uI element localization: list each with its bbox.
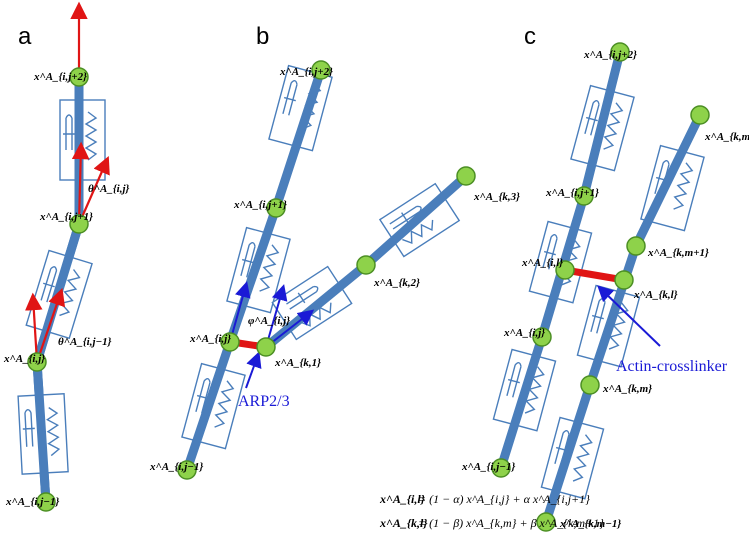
node-label: x^A_{i,j−1}: [149, 461, 203, 473]
node-label: x^A_{i,j+2}: [583, 49, 637, 61]
panel-a: x^A_{i,j+2} x^A_{i,j+1} x^A_{i,j} x^A_{i…: [3, 1, 130, 512]
force-arrow: [71, 141, 90, 225]
force-arrow: [77, 155, 110, 225]
node: [536, 512, 556, 532]
node: [69, 214, 89, 234]
node: [27, 352, 47, 372]
equation-1-rhs: = (1 − α) x^A_{i,j} + α x^A_{i,j+1}: [418, 492, 590, 506]
node-label: x^A_{k,1}: [274, 357, 321, 369]
node: [177, 460, 197, 480]
node-label: x^A_{i,j+1}: [233, 199, 287, 211]
filament-segment-a3: [32, 357, 51, 507]
node-label: x^A_{i,j}: [503, 327, 545, 339]
node-label: x^A_{i,j−1}: [5, 496, 59, 508]
node-label: x^A_{i,j+2}: [279, 66, 333, 78]
node: [256, 337, 276, 357]
angle-label: θ^A_{i,j−1}: [58, 336, 112, 348]
node-label: x^A_{k,m−1}: [559, 518, 621, 530]
node-label: x^A_{i,j−1}: [461, 461, 515, 473]
force-arrow: [25, 292, 43, 363]
node: [491, 458, 511, 478]
node-label: x^A_{i,j}: [189, 333, 231, 345]
node: [36, 492, 56, 512]
arp23-pointer: [245, 351, 262, 389]
filament-segment: [225, 203, 281, 347]
node: [580, 375, 600, 395]
node: [555, 260, 575, 280]
node: [626, 236, 646, 256]
node: [614, 270, 634, 290]
node-label: x^A_{k,m+1}: [647, 247, 709, 259]
node-label: x^A_{k,3}: [473, 191, 520, 203]
equation-2-lhs: x^A_{k,l}: [379, 516, 428, 530]
arp23-label: ARP2/3: [238, 393, 290, 410]
crosslinker-bond: [564, 266, 625, 284]
force-arrow: [35, 287, 66, 363]
filament-segment: [579, 47, 625, 201]
node-label: x^A_{k,l}: [633, 289, 678, 301]
equations: x^A_{i,l} = (1 − α) x^A_{i,j} + α x^A_{i…: [379, 492, 604, 530]
direction-arrow: [265, 284, 288, 348]
node-label: x^A_{k,2}: [373, 277, 420, 289]
filament-segment: [271, 65, 326, 213]
node-label: x^A_{k,m}: [602, 383, 652, 395]
node: [266, 198, 286, 218]
filament-segment: [361, 171, 471, 270]
filament-segment: [182, 337, 235, 475]
node: [220, 332, 240, 352]
node: [574, 186, 594, 206]
node-label: x^A_{i,l}: [521, 257, 563, 269]
panel-b: x^A_{i,j+2} x^A_{i,j+1} x^A_{i,j} x^A_{i…: [149, 60, 520, 480]
node: [456, 166, 476, 186]
node-label: x^A_{i,j}: [3, 353, 45, 365]
angle-label: θ^A_{i,j}: [88, 183, 130, 195]
angle-label: φ^A_{i,j}: [248, 315, 290, 327]
crosslinker-label: Actin-crosslinker: [616, 358, 728, 375]
node-label: x^A_{i,j+2}: [33, 71, 87, 83]
node: [610, 42, 630, 62]
panel-label-b: b: [256, 23, 269, 50]
filament-segment: [541, 380, 595, 527]
filament-segment: [585, 241, 641, 390]
node: [311, 60, 331, 80]
node-label: x^A_{i,j+1}: [39, 211, 93, 223]
node: [532, 327, 552, 347]
direction-arrow: [229, 281, 251, 343]
equation-1-lhs: x^A_{i,l}: [379, 492, 426, 506]
equation-2-rhs: = (1 − β) x^A_{k,m} + β x^A_{k,m+1}: [418, 516, 604, 530]
node: [690, 105, 710, 125]
node-label: x^A_{k,m+2}: [704, 131, 749, 143]
panel-label-a: a: [18, 23, 32, 50]
spring-damper-element: [181, 362, 246, 450]
filament-segment: [631, 110, 705, 251]
panel-label-c: c: [524, 23, 536, 50]
node: [69, 67, 89, 87]
crosslinker-pointer: [597, 285, 661, 347]
panel-c: x^A_{i,j+2} x^A_{i,j+1} x^A_{i,l} x^A_{i…: [461, 42, 749, 532]
filament-segment: [496, 332, 547, 473]
node: [356, 255, 376, 275]
node-label: x^A_{i,j+1}: [545, 187, 599, 199]
